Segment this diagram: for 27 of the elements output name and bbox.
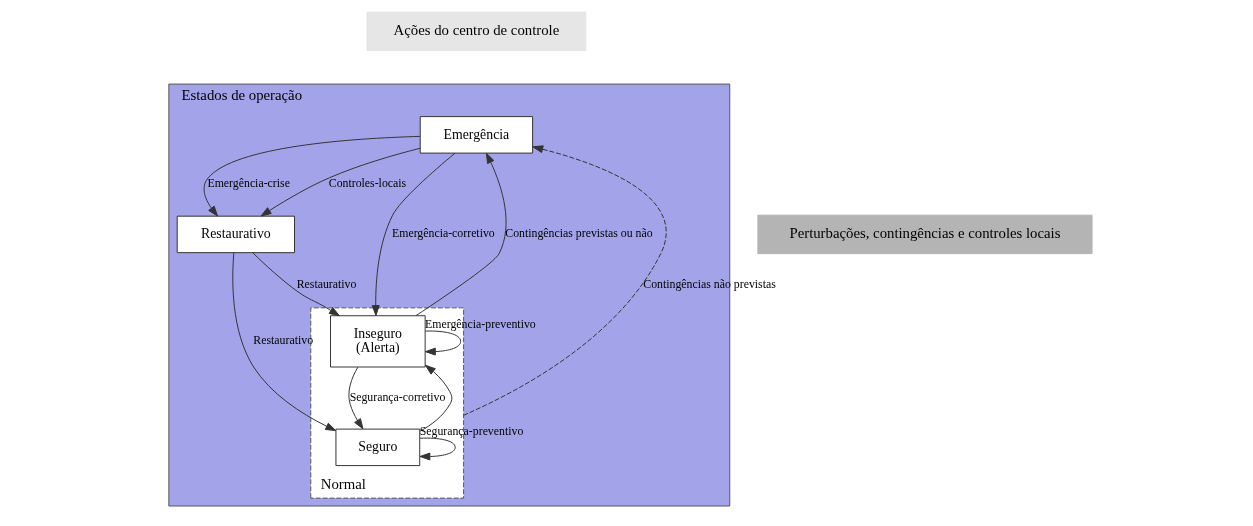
node-box: Seguro [335,428,421,467]
arrow [252,252,340,317]
edge-label: Restaurativo [296,276,357,291]
arrow [260,147,421,217]
edge-label: Controles-locais [328,176,407,191]
node-box: Restaurativo [176,215,295,254]
arrow [419,364,453,432]
arrow [232,252,337,432]
edge-label: Emergência-preventivo [425,316,536,331]
edge-label: Contingências previstas ou não [505,226,653,241]
node-box: Inseguro (Alerta) [330,315,426,368]
edge-label: Segurança-preventivo [419,423,524,438]
edge-label: Restaurativo [253,333,314,348]
edge-label: Segurança-corretivo [349,390,446,405]
edge-label: Contingências não previstas [643,276,776,291]
edge-label: Emergência-corretivo [392,226,495,241]
arrow [425,330,462,356]
edge-label: Emergência-crise [207,176,290,191]
node-box: Ações do centro de controle [366,11,587,52]
node-box: Perturbações, contingências e controles locais [757,214,1093,255]
arrow [463,145,667,416]
arrow [348,366,364,430]
node-box: Emergência [419,116,534,154]
arrow [371,152,456,316]
arrow [415,152,507,317]
arrow [203,135,421,217]
arrow [419,437,456,461]
